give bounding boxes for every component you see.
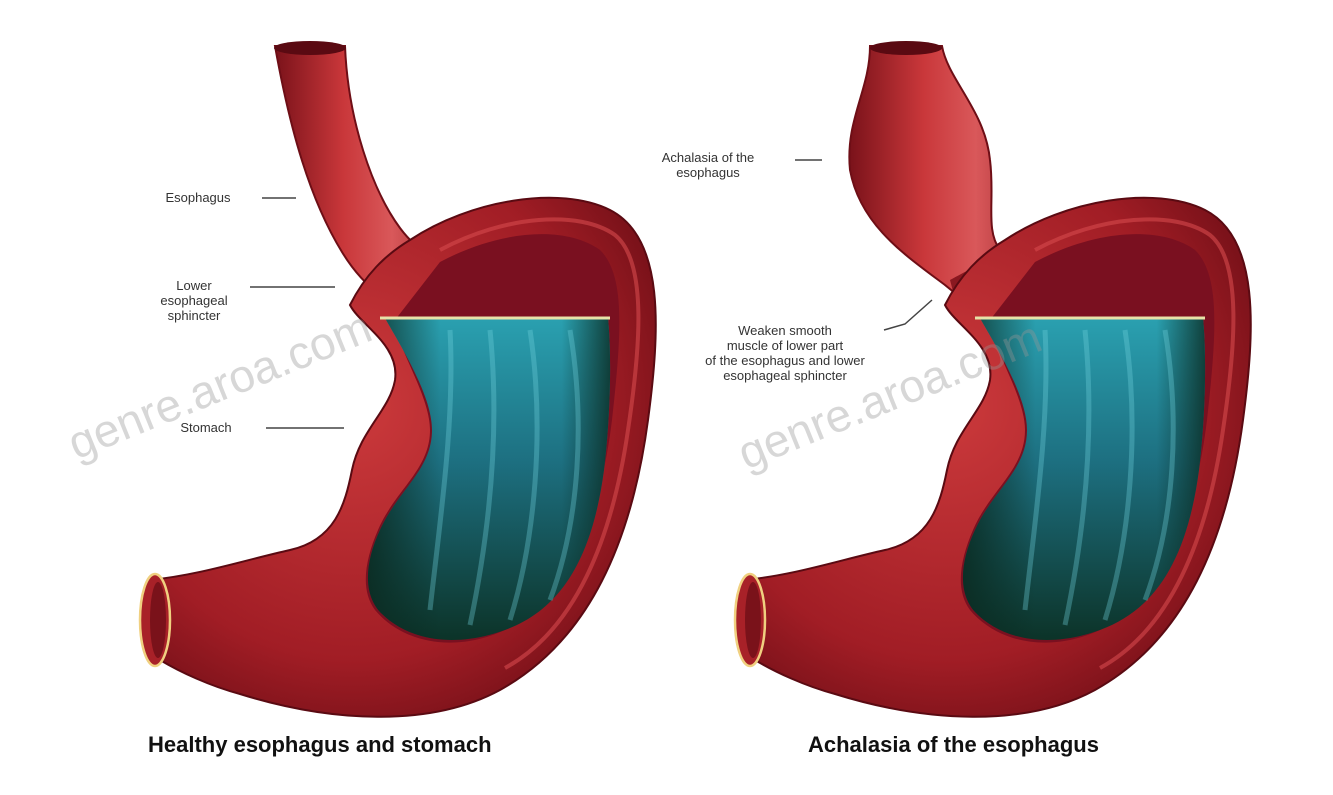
label-stomach: Stomach — [150, 420, 262, 435]
label-achalasia-of-esophagus: Achalasia of the esophagus — [624, 150, 792, 180]
healthy-esophagus-opening — [274, 41, 346, 55]
caption-healthy: Healthy esophagus and stomach — [148, 732, 492, 758]
label-esophagus: Esophagus — [138, 190, 258, 205]
label-lower-esophageal-sphincter: Lower esophageal sphincter — [140, 278, 248, 323]
caption-achalasia: Achalasia of the esophagus — [808, 732, 1099, 758]
label-weaken-smooth-muscle: Weaken smooth muscle of lower part of th… — [660, 323, 910, 383]
achalasia-esophagus-opening — [870, 41, 942, 55]
